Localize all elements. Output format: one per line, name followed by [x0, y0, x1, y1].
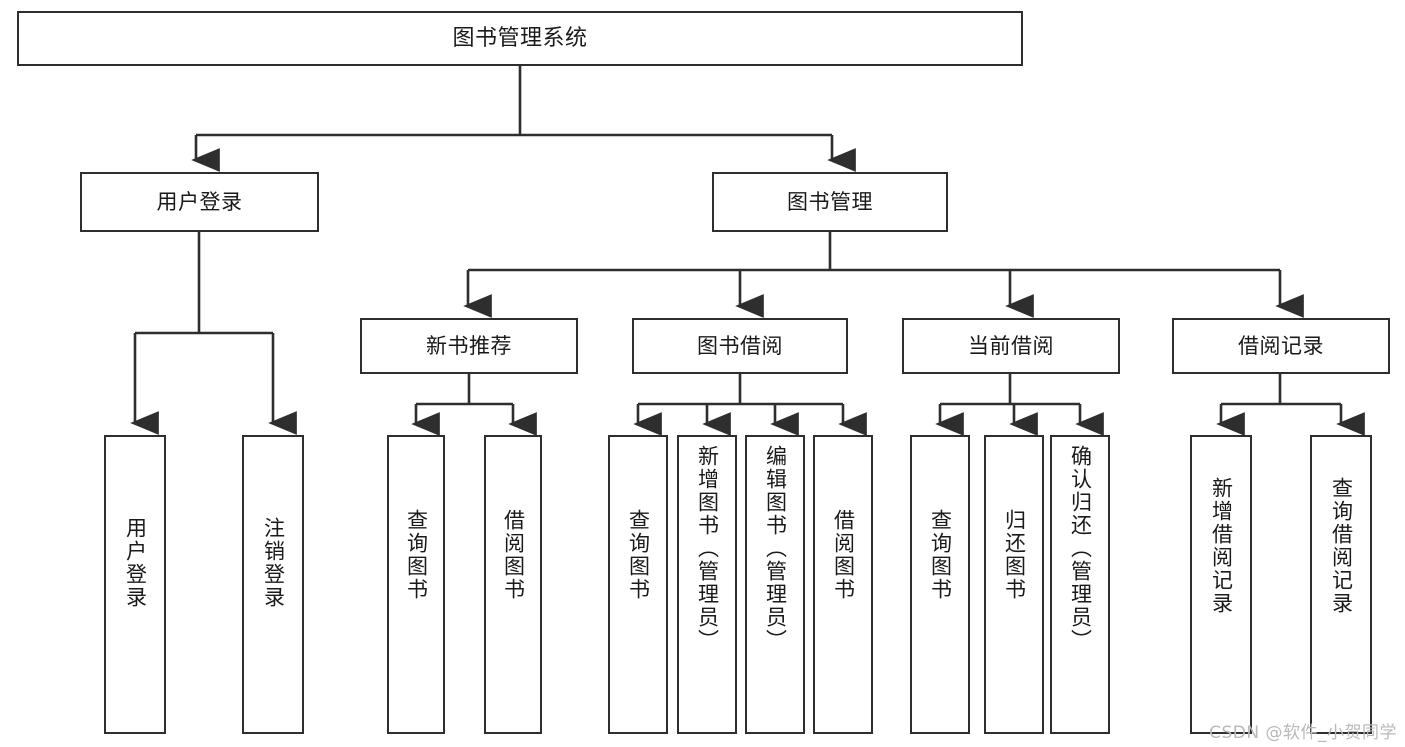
node-user-login[interactable]: 用户登录: [80, 172, 319, 232]
node-leaf-query-book-1[interactable]: 查询图书: [387, 435, 445, 734]
node-leaf-add-book-admin[interactable]: 新增图书（管理员）: [677, 435, 737, 734]
node-current-borrow-label: 当前借阅: [968, 333, 1054, 358]
node-leaf-query-book-2[interactable]: 查询图书: [608, 435, 668, 734]
node-leaf-confirm-return[interactable]: 确认归还（管理员）: [1050, 435, 1110, 734]
node-leaf-query-book-3-label: 查询图书: [928, 509, 953, 601]
node-book-manage[interactable]: 图书管理: [712, 172, 948, 232]
node-borrow-record[interactable]: 借阅记录: [1172, 318, 1390, 374]
node-leaf-add-book-admin-label: 新增图书（管理员）: [695, 445, 720, 652]
node-book-manage-label: 图书管理: [787, 189, 873, 214]
node-leaf-return-book-label: 归还图书: [1002, 509, 1027, 601]
node-leaf-confirm-return-label: 确认归还（管理员）: [1068, 445, 1093, 652]
node-leaf-return-book[interactable]: 归还图书: [984, 435, 1044, 734]
node-leaf-query-borrow-record[interactable]: 查询借阅记录: [1310, 435, 1372, 734]
node-leaf-query-book-1-label: 查询图书: [404, 509, 429, 601]
node-leaf-borrow-book-2[interactable]: 借阅图书: [813, 435, 873, 734]
node-new-book-recommend[interactable]: 新书推荐: [360, 318, 578, 374]
node-leaf-query-book-3[interactable]: 查询图书: [910, 435, 970, 734]
node-current-borrow[interactable]: 当前借阅: [902, 318, 1120, 374]
node-root-label: 图书管理系统: [452, 25, 588, 51]
node-leaf-user-login-label: 用户登录: [123, 517, 148, 609]
node-leaf-query-book-2-label: 查询图书: [626, 509, 651, 601]
node-leaf-add-borrow-record[interactable]: 新增借阅记录: [1190, 435, 1252, 734]
node-leaf-user-login[interactable]: 用户登录: [104, 435, 166, 734]
node-user-login-label: 用户登录: [156, 189, 243, 214]
node-leaf-borrow-book-1-label: 借阅图书: [501, 509, 526, 601]
node-book-borrow-label: 图书借阅: [697, 333, 783, 358]
node-leaf-borrow-book-2-label: 借阅图书: [831, 509, 856, 601]
node-leaf-logout-login[interactable]: 注销登录: [242, 435, 304, 734]
node-leaf-edit-book-admin-label: 编辑图书（管理员）: [763, 445, 788, 652]
node-borrow-record-label: 借阅记录: [1238, 333, 1324, 358]
node-leaf-query-borrow-record-label: 查询借阅记录: [1329, 477, 1354, 615]
node-leaf-logout-login-label: 注销登录: [261, 517, 286, 609]
node-new-book-recommend-label: 新书推荐: [426, 333, 512, 358]
node-leaf-add-borrow-record-label: 新增借阅记录: [1209, 477, 1234, 615]
node-book-borrow[interactable]: 图书借阅: [632, 318, 848, 374]
node-leaf-borrow-book-1[interactable]: 借阅图书: [484, 435, 542, 734]
node-root[interactable]: 图书管理系统: [17, 11, 1023, 66]
watermark: CSDN @软件_小贺同学: [1209, 723, 1397, 743]
node-leaf-edit-book-admin[interactable]: 编辑图书（管理员）: [745, 435, 805, 734]
